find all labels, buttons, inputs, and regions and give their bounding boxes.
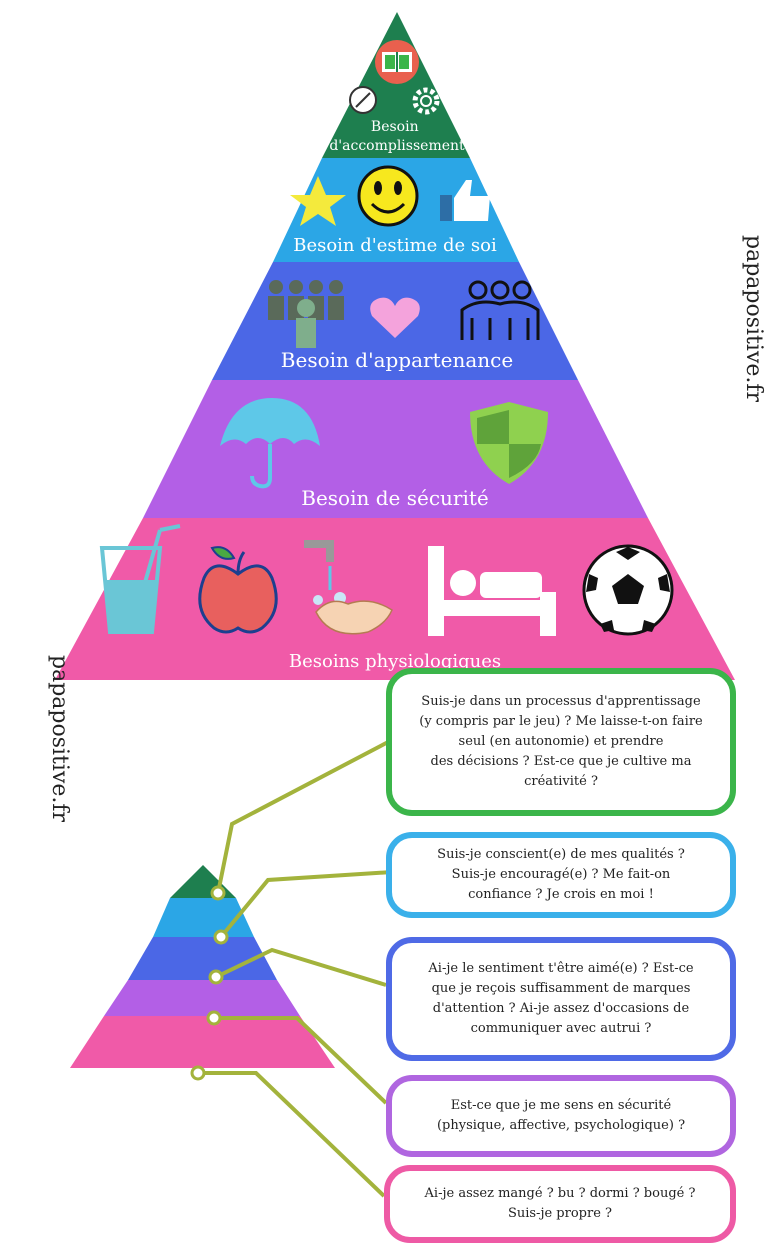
group-icon (268, 280, 344, 348)
small-pyramid (70, 865, 335, 1068)
question-box-belonging: Ai-je le sentiment t'être aimé(e) ? Est-… (386, 937, 736, 1061)
dot-esteem (213, 929, 229, 945)
question-box-safety: Est-ce que je me sens en sécurité (physi… (386, 1075, 736, 1157)
question-text-physiological: Ai-je assez mangé ? bu ? dormi ? bougé ?… (424, 1186, 696, 1221)
question-box-accomplishment: Suis-je dans un processus d'apprentissag… (386, 668, 736, 816)
bed-icon (428, 546, 556, 636)
washing-hands-icon (304, 540, 393, 635)
tier-accomplishment (322, 12, 470, 158)
watermark-right: papapositive.fr (741, 235, 766, 403)
star-icon (290, 176, 346, 226)
book-head-icon (375, 40, 419, 84)
connector-esteem (219, 870, 393, 939)
thumbs-up-icon (440, 180, 490, 221)
umbrella-icon (220, 398, 320, 489)
family-icon (460, 280, 540, 340)
smiley-icon (357, 165, 419, 227)
tier-label-physiological: Besoins physiologiques (289, 651, 501, 672)
glass-icon (99, 524, 181, 634)
dot-accomplishment (210, 885, 226, 901)
question-text-safety: Est-ce que je me sens en sécurité (physi… (436, 1098, 686, 1133)
question-box-esteem: Suis-je conscient(e) de mes qualités ? S… (386, 832, 736, 918)
heart-icon (370, 297, 420, 338)
connector-safety (214, 1016, 388, 1105)
football-icon (582, 544, 674, 636)
shield-icon (470, 402, 548, 484)
connector-belonging (215, 947, 387, 987)
compass-icon (349, 86, 377, 114)
question-box-physiological: Ai-je assez mangé ? bu ? dormi ? bougé ?… (384, 1165, 736, 1243)
question-text-belonging: Ai-je le sentiment t'être aimé(e) ? Est-… (428, 961, 694, 1036)
tier-label-safety: Besoin de sécurité (301, 486, 488, 510)
dot-safety (206, 1010, 222, 1026)
small-tier-physiological (70, 1016, 335, 1068)
gear-icon (412, 87, 440, 115)
question-text-esteem: Suis-je conscient(e) de mes qualités ? S… (437, 847, 685, 902)
dot-physiological (190, 1065, 206, 1081)
small-tier-belonging (128, 937, 277, 980)
apple-icon (198, 546, 278, 634)
connectors (198, 739, 393, 1198)
tier-label-esteem: Besoin d'estime de soi (293, 235, 497, 256)
connector-physiological (198, 1071, 386, 1198)
watermark-left: papapositive.fr (47, 655, 72, 823)
small-tier-accomplishment (170, 865, 236, 898)
tier-label-belonging: Besoin d'appartenance (281, 348, 513, 372)
dot-belonging (208, 969, 224, 985)
connector-dots (190, 885, 229, 1081)
small-tier-safety (104, 980, 300, 1016)
connector-accomplishment (216, 739, 391, 894)
tier-label-accomplishment: Besoin d'accomplissement (329, 119, 465, 154)
question-text-accomplishment: Suis-je dans un processus d'apprentissag… (419, 694, 703, 789)
